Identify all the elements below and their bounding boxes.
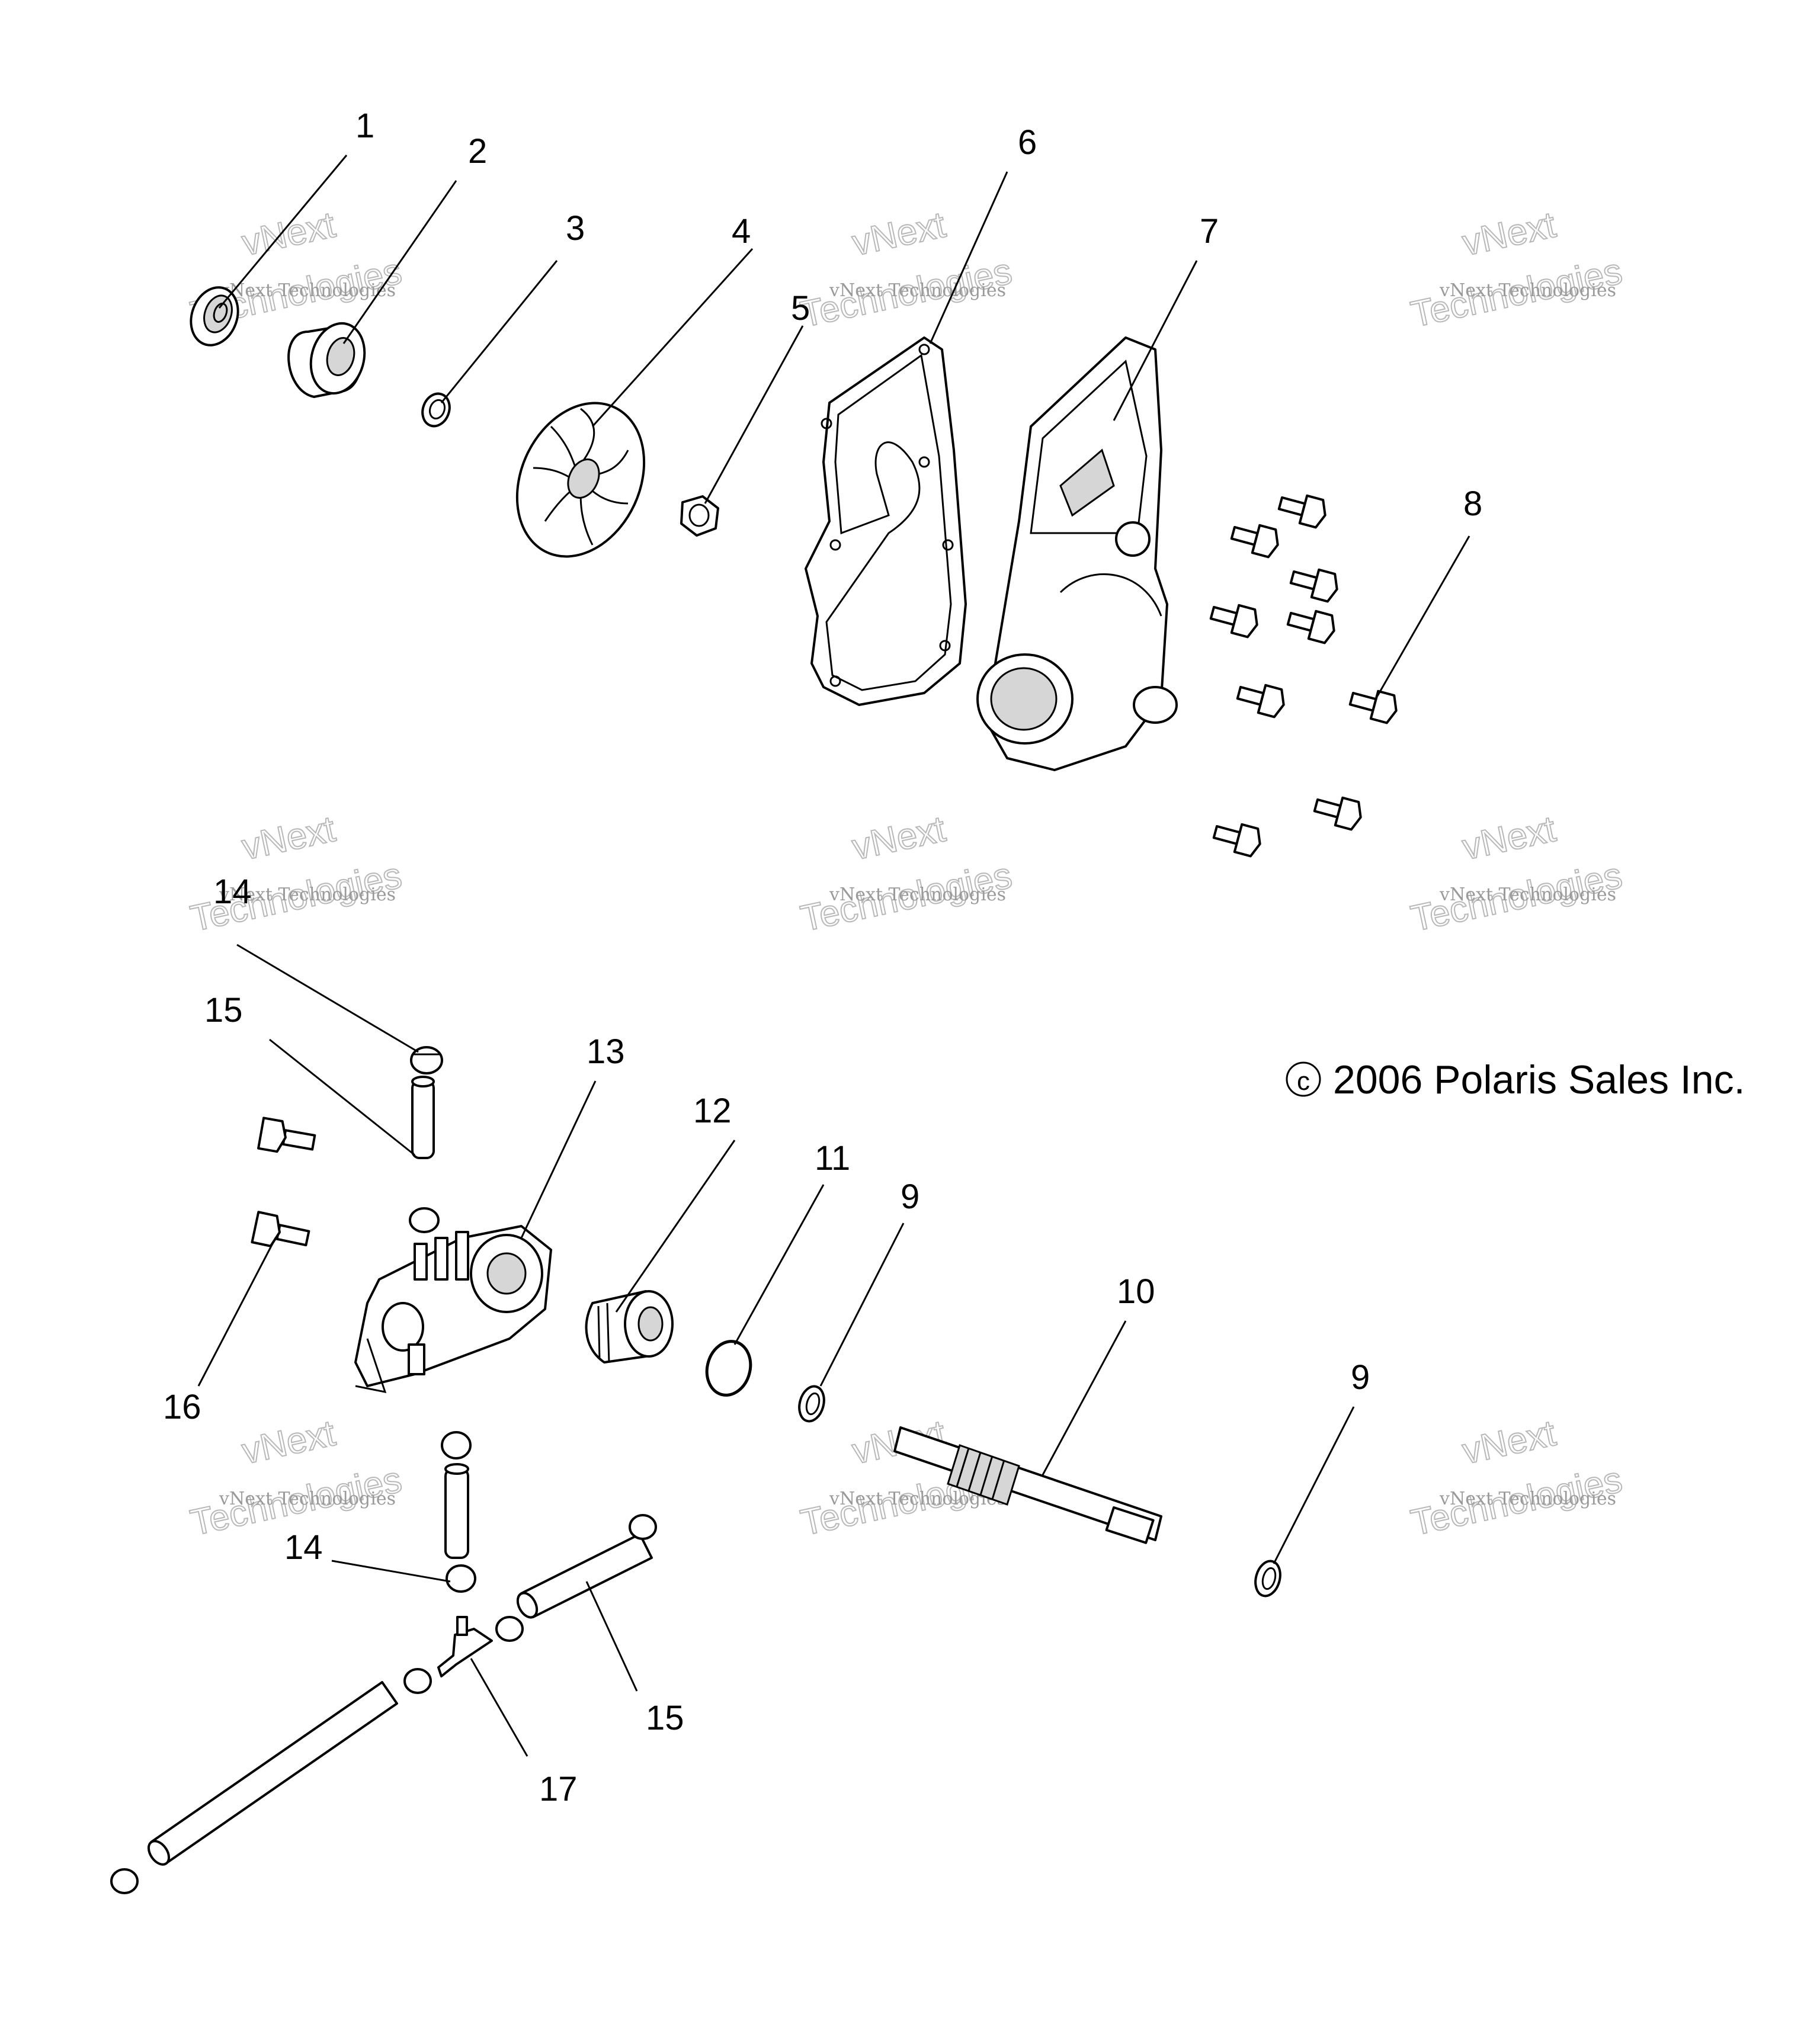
watermark: vNext Technologies vNext Technologies bbox=[797, 808, 1016, 940]
part-16-bolt bbox=[251, 1211, 310, 1247]
callout-13: 13 bbox=[587, 1032, 625, 1071]
part-15-hose-long bbox=[147, 1681, 398, 1866]
svg-text:vNext Technologies: vNext Technologies bbox=[1439, 280, 1616, 301]
part-12-sleeve bbox=[585, 1290, 674, 1364]
callout-9-a: 9 bbox=[901, 1178, 919, 1216]
part-17-tee-fitting bbox=[437, 1616, 493, 1677]
svg-text:vNext Technologies: vNext Technologies bbox=[1439, 1489, 1616, 1509]
callout-17: 17 bbox=[539, 1770, 578, 1808]
bolt bbox=[1348, 689, 1398, 724]
svg-text:vNext: vNext bbox=[848, 204, 949, 264]
watermark: vNext Technologies vNext Technologies bbox=[1407, 808, 1626, 940]
part-16-bolt-upper bbox=[257, 1117, 316, 1153]
part-13-oil-pump bbox=[354, 1225, 552, 1393]
svg-text:vNext: vNext bbox=[1459, 1413, 1559, 1472]
svg-text:vNext Technologies: vNext Technologies bbox=[829, 884, 1006, 905]
callout-15-top: 15 bbox=[204, 991, 243, 1029]
part-3-washer bbox=[421, 392, 451, 428]
bolt bbox=[1236, 684, 1285, 718]
svg-text:vNext: vNext bbox=[1459, 204, 1559, 264]
callout-labels: 1 2 3 4 5 6 7 8 14 15 13 12 11 9 10 9 16… bbox=[163, 107, 1482, 1808]
hose-clamp bbox=[110, 1514, 657, 1894]
part-1-seal bbox=[190, 286, 239, 347]
svg-text:vNext Technologies: vNext Technologies bbox=[219, 1489, 396, 1509]
leader-lines bbox=[197, 155, 1470, 1757]
callout-6: 6 bbox=[1018, 123, 1037, 162]
svg-text:vNext Technologies: vNext Technologies bbox=[219, 884, 396, 905]
part-14-clamp-bottom bbox=[446, 1564, 476, 1593]
callout-10: 10 bbox=[1117, 1272, 1155, 1311]
bolt bbox=[1230, 524, 1279, 559]
part-14-clamp-top bbox=[410, 1046, 443, 1074]
svg-text:vNext: vNext bbox=[1459, 809, 1559, 868]
copyright-notice: c 2006 Polaris Sales Inc. bbox=[1286, 1057, 1745, 1102]
svg-text:vNext Technologies: vNext Technologies bbox=[829, 280, 1006, 301]
callout-14-bottom: 14 bbox=[284, 1528, 323, 1567]
copyright-text: 2006 Polaris Sales Inc. bbox=[1333, 1057, 1745, 1102]
callout-2: 2 bbox=[468, 132, 487, 171]
part-6-gasket bbox=[805, 336, 967, 706]
bolt bbox=[1286, 609, 1335, 644]
bolt bbox=[1209, 604, 1258, 639]
bolt bbox=[1212, 823, 1261, 858]
bolt bbox=[1313, 796, 1362, 831]
watermark: vNext Technologies vNext Technologies bbox=[797, 204, 1016, 336]
callout-15-bottom: 15 bbox=[646, 1699, 684, 1737]
bolt bbox=[1277, 494, 1326, 529]
part-11-o-ring bbox=[705, 1340, 752, 1397]
watermark: vNext Technologies vNext Technologies bbox=[187, 1412, 406, 1544]
callout-12: 12 bbox=[693, 1092, 732, 1130]
callout-1: 1 bbox=[355, 107, 374, 145]
watermark: vNext Technologies vNext Technologies bbox=[1407, 204, 1626, 336]
callout-7: 7 bbox=[1200, 212, 1219, 251]
svg-text:vNext Technologies: vNext Technologies bbox=[219, 280, 396, 301]
bolt bbox=[1289, 568, 1338, 603]
part-8-bolts bbox=[1209, 494, 1398, 858]
part-5-nut bbox=[680, 495, 719, 537]
part-15-hose-top bbox=[411, 1076, 435, 1159]
callout-3: 3 bbox=[566, 209, 585, 248]
svg-text:vNext Technologies: vNext Technologies bbox=[1439, 884, 1616, 905]
svg-text:vNext: vNext bbox=[848, 809, 949, 868]
part-7-cover bbox=[976, 336, 1178, 771]
svg-text:vNext: vNext bbox=[238, 809, 338, 868]
part-15-hose-vertical bbox=[441, 1431, 472, 1559]
callout-5: 5 bbox=[791, 289, 810, 328]
part-9-washer-b bbox=[1254, 1560, 1281, 1597]
part-4-impeller bbox=[515, 402, 646, 558]
part-15-hose-right bbox=[516, 1533, 653, 1619]
part-9-washer-a bbox=[798, 1385, 825, 1423]
part-15-clamp bbox=[409, 1207, 440, 1233]
callout-4: 4 bbox=[732, 212, 751, 251]
part-2-bearing bbox=[287, 322, 366, 398]
callout-16: 16 bbox=[163, 1388, 201, 1426]
part-10-gear-shaft bbox=[893, 1426, 1162, 1544]
callout-8: 8 bbox=[1463, 485, 1482, 523]
copyright-c-glyph: c bbox=[1297, 1067, 1310, 1096]
callout-11: 11 bbox=[815, 1139, 850, 1178]
callout-9-b: 9 bbox=[1351, 1358, 1370, 1397]
callout-14-top: 14 bbox=[213, 872, 252, 911]
svg-text:vNext: vNext bbox=[238, 204, 338, 264]
watermark: vNext Technologies vNext Technologies bbox=[1407, 1412, 1626, 1544]
svg-text:vNext: vNext bbox=[238, 1413, 338, 1472]
